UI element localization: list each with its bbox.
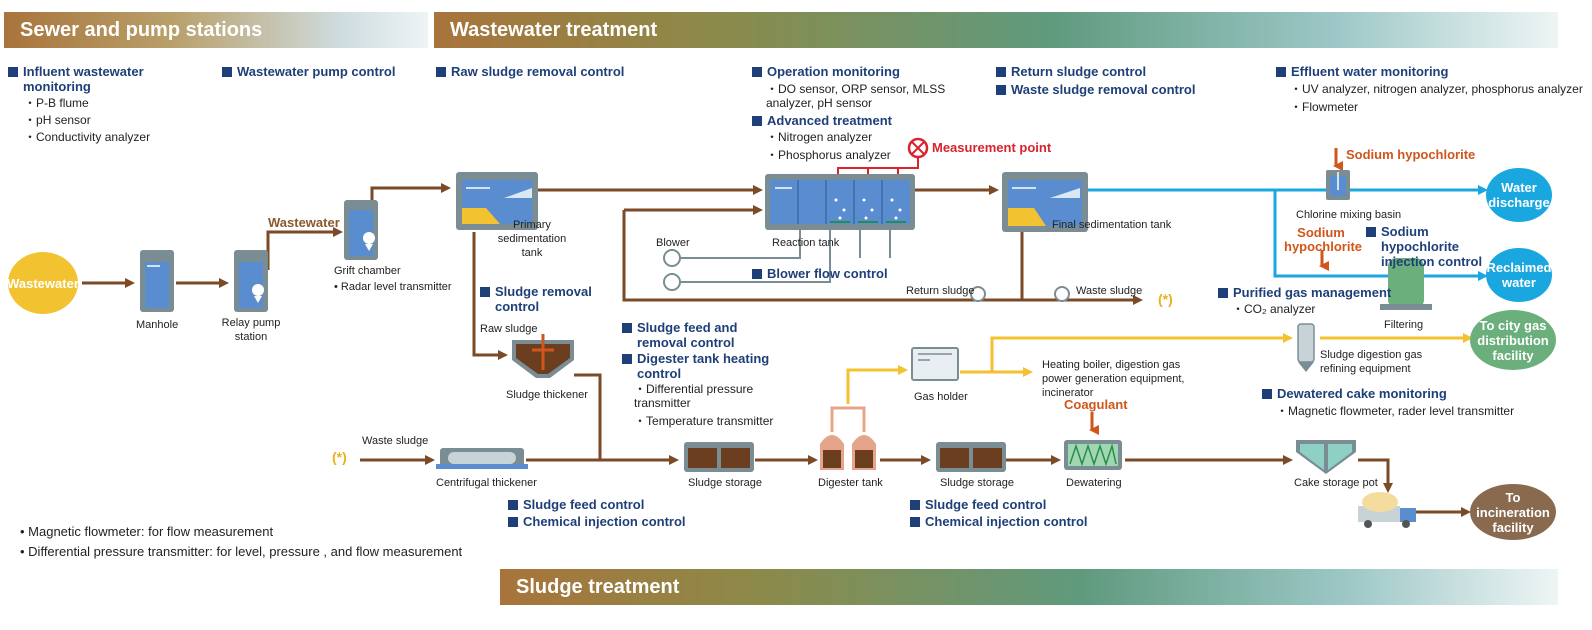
influent-monitoring-heading: Influent wastewater monitoring <box>8 64 163 94</box>
chemical-injection-1-heading: Chemical injection control <box>508 514 686 529</box>
gas-flow-lines <box>846 333 1473 404</box>
banner-sludge: Sludge treatment <box>500 569 1558 605</box>
sludge-feed-control-1-heading: Sludge feed control <box>508 497 644 512</box>
dewatering-label: Dewatering <box>1066 477 1122 489</box>
digester-item-1: ・Differential pressure transmitter <box>634 382 754 410</box>
dewatered-item-1: ・Magnetic flowmeter, rader level transmi… <box>1276 404 1515 418</box>
primary-sedimentation-icon <box>456 172 538 230</box>
digester-tank-icon <box>820 435 876 470</box>
gas-holder-icon <box>911 347 959 381</box>
truck-icon <box>1358 492 1416 528</box>
influent-item-3: ・Conductivity analyzer <box>24 130 151 144</box>
grift-chamber-icon <box>344 200 378 260</box>
chlorine-basin-label: Chlorine mixing basin <box>1296 209 1402 221</box>
reaction-tank-icon <box>765 174 915 230</box>
incineration-facility: To incineration facility <box>1470 484 1556 540</box>
return-sludge-label: Return sludge <box>906 285 975 297</box>
blower-icon <box>663 249 681 291</box>
city-gas-facility: To city gas distribution facility <box>1470 310 1556 370</box>
asterisk-bottom: (*) <box>332 449 347 465</box>
sludge-storage-1-icon <box>684 442 754 472</box>
advanced-item-1: ・Nitrogen analyzer <box>766 130 873 144</box>
water-discharge: Water discharge <box>1486 168 1552 222</box>
sludge-storage-2-label: Sludge storage <box>940 477 1014 489</box>
final-sedimentation-label: Final sedimentation tank <box>1052 219 1172 231</box>
note-differential-pressure: • Differential pressure transmitter: for… <box>20 544 463 559</box>
pump-control-heading: Wastewater pump control <box>222 64 395 79</box>
asterisk-top: (*) <box>1158 291 1173 307</box>
reaction-tank-label: Reaction tank <box>772 237 840 249</box>
effluent-item-1: ・UV analyzer, nitrogen analyzer, phospho… <box>1290 82 1583 96</box>
final-sedimentation-icon <box>1002 172 1088 232</box>
refining-equipment-icon <box>1297 323 1315 372</box>
raw-sludge-label: Raw sludge <box>480 323 538 335</box>
purified-item-1: ・CO₂ analyzer <box>1232 302 1316 316</box>
operation-monitoring-heading: Operation monitoring <box>752 64 900 79</box>
sludge-thickener-icon <box>512 334 574 378</box>
blower-flow-heading: Blower flow control <box>752 266 888 281</box>
measurement-point-label: Measurement point <box>932 140 1052 155</box>
grift-chamber-label: Grift chamber <box>334 265 401 277</box>
sludge-storage-2-icon <box>936 442 1006 472</box>
filtering-label: Filtering <box>1384 319 1424 331</box>
cake-storage-pot-icon <box>1296 440 1356 474</box>
waste-sludge-removal-heading: Waste sludge removal control <box>996 82 1195 97</box>
manhole-label: Manhole <box>136 319 179 331</box>
heating-boiler-label: Heating boiler, digestion gas power gene… <box>1042 359 1185 399</box>
sludge-storage-1-label: Sludge storage <box>688 477 762 489</box>
dewatering-icon <box>1064 440 1122 470</box>
waste-sludge-bottom-label: Waste sludge <box>362 435 429 447</box>
manhole-icon <box>140 250 174 312</box>
operation-item-1: ・DO sensor, ORP sensor, MLSS analyzer, p… <box>766 82 946 110</box>
waste-sludge-top-label: Waste sludge <box>1076 285 1143 297</box>
sludge-feed-removal-heading: Sludge feed and removal control <box>622 320 747 350</box>
wastewater-source: Wastewater <box>7 252 79 314</box>
centrifugal-thickener-label: Centrifugal thickener <box>436 477 537 489</box>
advanced-treatment-heading: Advanced treatment <box>752 113 892 128</box>
gas-holder-label: Gas holder <box>914 391 968 403</box>
sludge-removal-heading: Sludge removal control <box>480 284 595 314</box>
return-sludge-control-heading: Return sludge control <box>996 64 1146 79</box>
relay-pump-label: Relay pump station <box>221 317 281 343</box>
advanced-item-2: ・Phosphorus analyzer <box>766 148 891 162</box>
chlorine-basin-icon <box>1326 170 1350 200</box>
sodium-hypochlorite-1-label: Sodium hypochlorite <box>1346 147 1476 162</box>
banner-sewer: Sewer and pump stations <box>4 12 428 48</box>
cake-storage-pot-label: Cake storage pot <box>1294 477 1378 489</box>
raw-sludge-removal-heading: Raw sludge removal control <box>436 64 624 79</box>
primary-sedimentation-label: Primary sedimentation tank <box>497 219 567 259</box>
wastewater-flow-label: Wastewater <box>268 215 340 230</box>
influent-item-2: ・pH sensor <box>24 113 91 127</box>
dewatered-cake-heading: Dewatered cake monitoring <box>1262 386 1447 401</box>
filtering-icon <box>1380 258 1432 310</box>
note-magnetic-flowmeter: • Magnetic flowmeter: for flow measureme… <box>20 524 274 539</box>
coagulant-label: Coagulant <box>1064 397 1128 412</box>
refining-equipment-label: Sludge digestion gas refining equipment <box>1320 349 1423 375</box>
hypochlorite-injection-heading: Sodium hypochlorite injection control <box>1366 224 1501 269</box>
blower-label: Blower <box>656 237 690 249</box>
sludge-thickener-label: Sludge thickener <box>506 389 588 401</box>
digester-heating-heading: Digester tank heating control <box>622 351 777 381</box>
chemical-injection-2-heading: Chemical injection control <box>910 514 1088 529</box>
influent-item-1: ・P-B flume <box>24 96 89 110</box>
banner-wastewater: Wastewater treatment <box>434 12 1558 48</box>
wastewater-flow-lines <box>82 183 1471 517</box>
sludge-feed-control-2-heading: Sludge feed control <box>910 497 1046 512</box>
radar-transmitter-label: • Radar level transmitter <box>334 281 452 293</box>
sodium-hypochlorite-2-label: Sodium hypochlorite <box>1284 225 1363 254</box>
reclaimed-water: Reclaimed water <box>1486 248 1552 302</box>
digester-item-2: ・Temperature transmitter <box>634 414 774 428</box>
centrifugal-thickener-icon <box>436 448 528 469</box>
purified-gas-heading: Purified gas management <box>1218 285 1391 300</box>
effluent-monitoring-heading: Effluent water monitoring <box>1276 64 1448 79</box>
effluent-item-2: ・Flowmeter <box>1290 100 1359 114</box>
digester-tank-label: Digester tank <box>818 477 883 489</box>
relay-pump-icon <box>234 250 268 312</box>
